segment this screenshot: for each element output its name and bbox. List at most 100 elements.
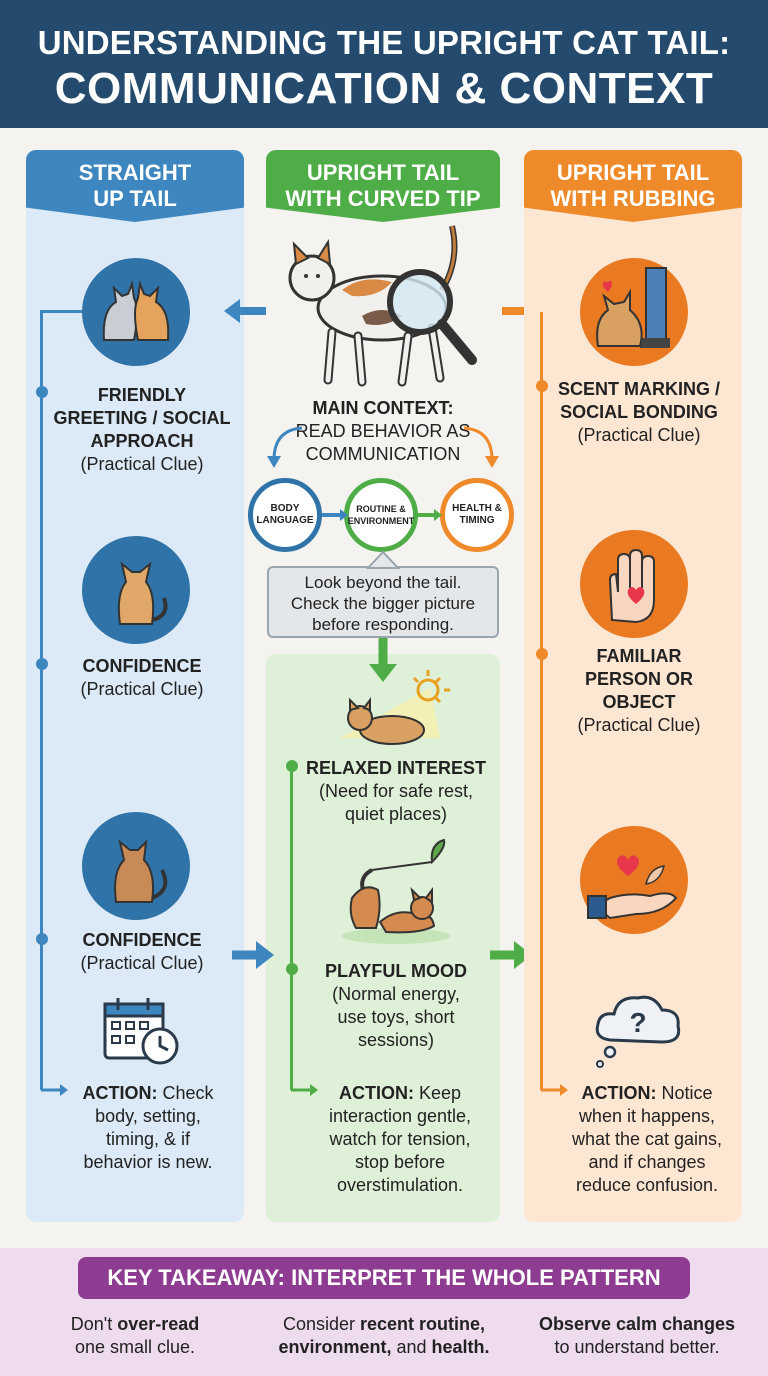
text-line: before responding. (312, 615, 454, 634)
header-line: UP TAIL (93, 186, 177, 211)
text-line: TIMING (459, 515, 495, 526)
text-line: ROUTINE & (356, 504, 406, 514)
action-label: ACTION: (338, 1083, 414, 1103)
column-header-straight-up: STRAIGHT UP TAIL (26, 150, 244, 222)
context-curve-arrow-left (267, 426, 303, 468)
arrow-into-right (490, 941, 532, 969)
text-line: one small clue. (74, 1337, 196, 1357)
action-label: ACTION: (82, 1083, 158, 1103)
text-line: OBJECT (602, 692, 676, 712)
middle-timeline (290, 764, 293, 1090)
text-line: overstimulation. (336, 1175, 464, 1195)
middle-action-text: ACTION: Keep interaction gentle, watch f… (300, 1082, 500, 1197)
question-cloud-icon: ? (595, 995, 681, 1068)
text-span: Keep (413, 1083, 462, 1103)
timeline-dot (36, 386, 48, 398)
left-timeline-top (40, 310, 84, 313)
text-line: LANGUAGE (256, 515, 314, 526)
title-line-2: COMMUNICATION & CONTEXT (54, 64, 714, 113)
left-timeline (40, 312, 43, 1090)
text-line: Look beyond the tail. (304, 573, 462, 592)
relaxed-interest-detail: (Need for safe rest, quiet places) (296, 780, 496, 826)
header-line: UPRIGHT TAIL (306, 160, 460, 185)
text-line: use toys, short (337, 1007, 455, 1027)
familiar-person-clue: (Practical Clue) (577, 715, 701, 735)
playful-mood-title: PLAYFUL MOOD (324, 961, 467, 981)
column-header-rubbing: UPRIGHT TAIL WITH RUBBING (524, 150, 742, 222)
text-line: watch for tension, (329, 1129, 471, 1149)
text-line: and if changes (588, 1152, 706, 1172)
text-span: environment, (278, 1337, 392, 1357)
greeting-cats-icon (82, 258, 190, 366)
greeting-title: FRIENDLY GREETING / SOCIAL APPROACH (40, 384, 244, 453)
text-line: sessions) (357, 1030, 435, 1050)
text-line: HEALTH & (452, 503, 502, 514)
text-line: SCENT MARKING / (558, 379, 720, 399)
confidence-title-1: CONFIDENCE (82, 656, 202, 676)
takeaway-col-2: Consider recent routine, environment, an… (256, 1313, 512, 1359)
column-header-curved-tip: UPRIGHT TAIL WITH CURVED TIP (266, 150, 500, 222)
resting-cat-sun-icon (340, 670, 450, 745)
arrow-into-middle (232, 941, 274, 969)
text-span: Don't (70, 1314, 118, 1334)
sitting-cat-icon-2 (82, 812, 190, 920)
key-takeaway-banner: KEY TAKEAWAY: INTERPRET THE WHOLE PATTER… (78, 1257, 690, 1299)
text-line: APPROACH (90, 431, 194, 451)
text-line: interaction gentle, (328, 1106, 472, 1126)
timeline-dot (36, 658, 48, 670)
down-arrow (369, 638, 397, 682)
text-line: body, setting, (95, 1106, 201, 1126)
health-timing-circle: HEALTH &TIMING (440, 478, 514, 552)
circle-link-arrows (322, 509, 442, 521)
text-line: (Need for safe rest, (318, 781, 474, 801)
main-context-line-2: COMMUNICATION (305, 444, 461, 464)
text-line: when it happens, (578, 1106, 716, 1126)
header-line: UPRIGHT TAIL (556, 160, 710, 185)
text-line: FRIENDLY (97, 385, 187, 405)
text-span: Notice (656, 1083, 713, 1103)
text-line: Consider recent routine, (256, 1313, 512, 1336)
column-curved-tip: UPRIGHT TAIL WITH CURVED TIP (266, 150, 500, 1222)
note-pointer (365, 550, 401, 569)
main-context-title: MAIN CONTEXT: (312, 398, 454, 418)
walking-cat-magnifier-icon (288, 225, 477, 387)
context-curve-arrow-right (463, 426, 499, 468)
routine-environment-circle: ROUTINE &ENVIRONMENT (344, 478, 418, 552)
confidence-clue-2: (Practical Clue) (80, 953, 204, 973)
text-line: ACTION: Check (52, 1082, 244, 1105)
hand-heart-care-icon (580, 826, 688, 934)
sitting-cat-icon (82, 536, 190, 644)
svg-text:?: ? (629, 1007, 646, 1038)
text-line: what the cat gains, (571, 1129, 723, 1149)
text-line: PERSON OR (584, 669, 694, 689)
timeline-dot (36, 933, 48, 945)
text-line: behavior is new. (83, 1152, 213, 1172)
right-timeline (540, 312, 543, 1090)
text-line: ACTION: Keep (300, 1082, 500, 1105)
left-action-arrow (41, 1084, 68, 1096)
text-line: (Normal energy, (332, 984, 460, 1004)
confidence-clue-1: (Practical Clue) (80, 679, 204, 699)
circle-label: HEALTH &TIMING (452, 503, 502, 527)
relaxed-interest-title: RELAXED INTEREST (305, 758, 487, 778)
text-line: GREETING / SOCIAL (53, 408, 231, 428)
confidence-title-2: CONFIDENCE (82, 930, 202, 950)
text-line: ACTION: Notice (552, 1082, 742, 1105)
playing-cats-toy-icon (342, 838, 450, 944)
text-line: environment, and health. (256, 1336, 512, 1359)
text-line: Observe calm changes (538, 1314, 736, 1334)
calendar-clock-icon (103, 998, 179, 1065)
text-span: over-read (117, 1314, 200, 1334)
circle-label: ROUTINE &ENVIRONMENT (348, 503, 415, 527)
cat-rubbing-leg-icon (580, 258, 688, 366)
main-context-line-1: READ BEHAVIOR AS (295, 421, 471, 441)
text-line: Check the bigger picture (290, 594, 476, 613)
action-label: ACTION: (581, 1083, 657, 1103)
header-banner: UNDERSTANDING THE UPRIGHT CAT TAIL: COMM… (0, 0, 768, 128)
text-span: and (391, 1337, 432, 1357)
text-line: Don't over-read (20, 1313, 250, 1336)
text-span: recent routine, (360, 1314, 486, 1334)
header-line: WITH CURVED TIP (285, 186, 481, 211)
text-line: SOCIAL BONDING (560, 402, 718, 422)
